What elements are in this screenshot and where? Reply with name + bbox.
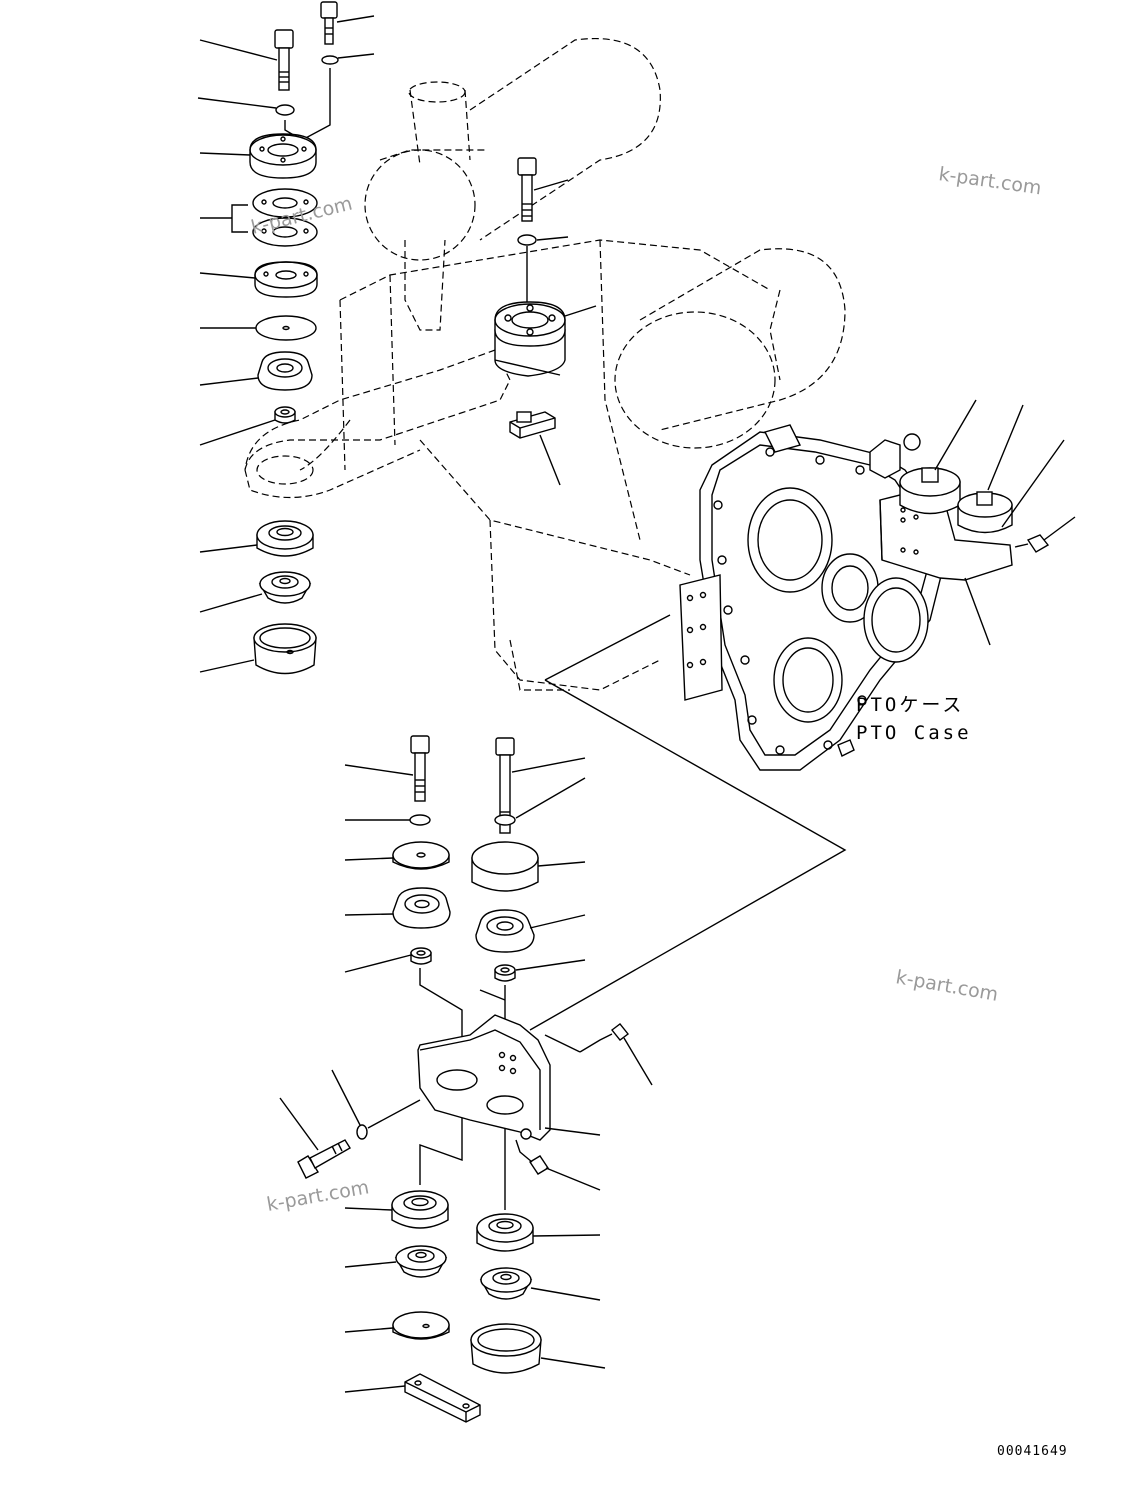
upper-cylinder-outline	[364, 38, 661, 331]
left-upper-stack	[231, 1, 339, 675]
cup	[253, 623, 317, 675]
washer	[356, 1124, 368, 1140]
upper-mounting-arm	[244, 349, 511, 499]
lower-mount-bracket	[417, 1014, 551, 1141]
pin	[544, 1023, 629, 1053]
washer	[494, 814, 516, 826]
sleeve	[410, 947, 432, 965]
bolt	[274, 29, 294, 91]
cushion	[391, 1190, 449, 1229]
connection-lines	[479, 614, 847, 1031]
upper-mount-block	[494, 301, 566, 377]
leader-lines-upper-left	[197, 15, 375, 673]
center-upper-parts	[494, 157, 566, 439]
cushion	[392, 887, 451, 929]
side-bolt	[297, 1099, 421, 1179]
cushion	[479, 1267, 533, 1300]
shim	[252, 217, 318, 247]
cushion	[394, 1245, 448, 1278]
pto-case-label-jp: PTOケース	[856, 694, 964, 716]
watermark: k-part.com	[265, 1176, 371, 1216]
lower-left-stack	[391, 735, 481, 1423]
cushion	[476, 1213, 534, 1252]
case-bolts	[713, 447, 915, 755]
plate	[392, 841, 450, 870]
cup	[470, 1323, 542, 1374]
watermark: k-part.com	[937, 163, 1043, 199]
leader-lines-lower-right	[511, 757, 653, 1369]
bolt	[410, 735, 430, 802]
washer	[275, 104, 295, 116]
bolt	[320, 1, 338, 45]
plate	[254, 261, 318, 298]
bolt	[517, 157, 537, 222]
plug	[515, 1139, 549, 1175]
pad-block	[509, 411, 556, 439]
retainer-plate	[249, 133, 317, 179]
pto-mount-bracket	[879, 467, 1050, 581]
transmission-housing-outline	[299, 239, 771, 691]
washer	[321, 55, 339, 65]
lower-right-stack	[470, 737, 542, 1374]
right-cylinder-outline	[614, 248, 846, 449]
cushion	[475, 909, 535, 953]
spacer-disc	[255, 315, 317, 341]
washer	[517, 234, 537, 246]
leader-lines-lower-left	[279, 764, 414, 1393]
drawing-number: 00041649	[997, 1444, 1068, 1459]
pto-case-label-en: PTO Case	[856, 722, 972, 744]
leader-lines-center-upper	[533, 179, 597, 486]
watermark: k-part.com	[894, 966, 1000, 1006]
shim	[252, 188, 318, 218]
cushion	[257, 351, 313, 391]
sleeve	[494, 964, 516, 982]
cushion	[258, 571, 312, 604]
cushion	[256, 520, 314, 557]
plate	[392, 1311, 450, 1340]
leader-lines-pto	[934, 399, 1076, 646]
washer	[409, 814, 431, 826]
spacer-bar	[404, 1373, 481, 1423]
thick-plate	[471, 841, 539, 892]
sleeve	[274, 406, 296, 424]
